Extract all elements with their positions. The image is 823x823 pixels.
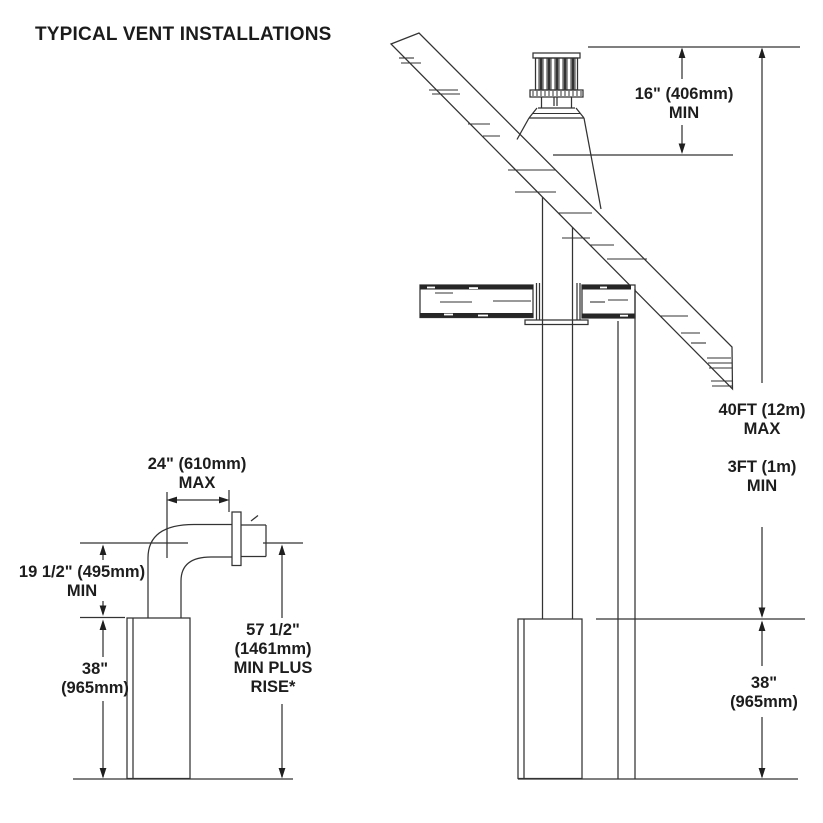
roof-clearance-value: 16" (406mm): [634, 85, 734, 103]
dimension-lines: [73, 46, 805, 780]
heater-height-left-mm: (965mm): [61, 679, 129, 697]
heater-height-left-value: 38": [81, 660, 109, 678]
wall: [617, 289, 636, 779]
heater-height-right-label: 38" (965mm): [730, 674, 798, 712]
vent-length-min-value: 3FT (1m): [727, 458, 797, 476]
vent-cap-louver-bands: [539, 58, 575, 90]
wall-thimble: [231, 511, 267, 567]
total-height-min-value: 57 1/2": [246, 621, 300, 639]
rise-min-value: 19 1/2" (495mm): [18, 563, 146, 581]
heater-height-left-label: 38" (965mm): [61, 660, 129, 698]
elbow-vent: [147, 523, 232, 618]
horizontal-run-max-value: 24" (610mm): [147, 455, 247, 473]
water-heater-vertical: [517, 618, 583, 780]
horizontal-run-max-label: 24" (610mm) MAX: [148, 455, 247, 493]
roof-shingle-hatching: [399, 57, 733, 387]
vent-cap: [529, 52, 584, 108]
total-height-min-qualifier2: RISE*: [250, 678, 296, 696]
total-height-min-label: 57 1/2" (1461mm) MIN PLUS RISE*: [234, 621, 313, 697]
water-heater-horizontal: [126, 617, 191, 780]
horizontal-run-max-qualifier: MAX: [178, 474, 216, 492]
vent-length-max-value: 40FT (12m): [718, 401, 806, 419]
vent-length-max-qualifier: MAX: [743, 420, 781, 438]
ceiling-joists: [419, 283, 636, 326]
vent-length-min-qualifier: MIN: [746, 477, 778, 495]
roof-clearance-label: 16" (406mm) MIN: [635, 85, 734, 123]
vent-cap-ring-ticks: [532, 91, 582, 96]
heater-height-right-mm: (965mm): [730, 693, 798, 711]
roof-clearance-qualifier: MIN: [668, 104, 700, 122]
page-title: TYPICAL VENT INSTALLATIONS: [35, 24, 332, 45]
total-height-min-mm: (1461mm): [234, 640, 312, 658]
roof-flashing: [516, 107, 602, 210]
rise-min-qualifier: MIN: [66, 582, 98, 600]
firestop-plate: [524, 319, 589, 326]
vent-cap-louvers: [538, 58, 576, 90]
vent-length-max-label: 40FT (12m) MAX: [718, 401, 805, 439]
vent-length-min-label: 3FT (1m) MIN: [728, 458, 797, 496]
heater-height-right-value: 38": [750, 674, 778, 692]
vertical-vent-pipe: [541, 197, 574, 619]
total-height-min-qualifier1: MIN PLUS: [233, 659, 313, 677]
roof: [389, 32, 734, 391]
rise-min-label: 19 1/2" (495mm) MIN: [19, 563, 145, 601]
